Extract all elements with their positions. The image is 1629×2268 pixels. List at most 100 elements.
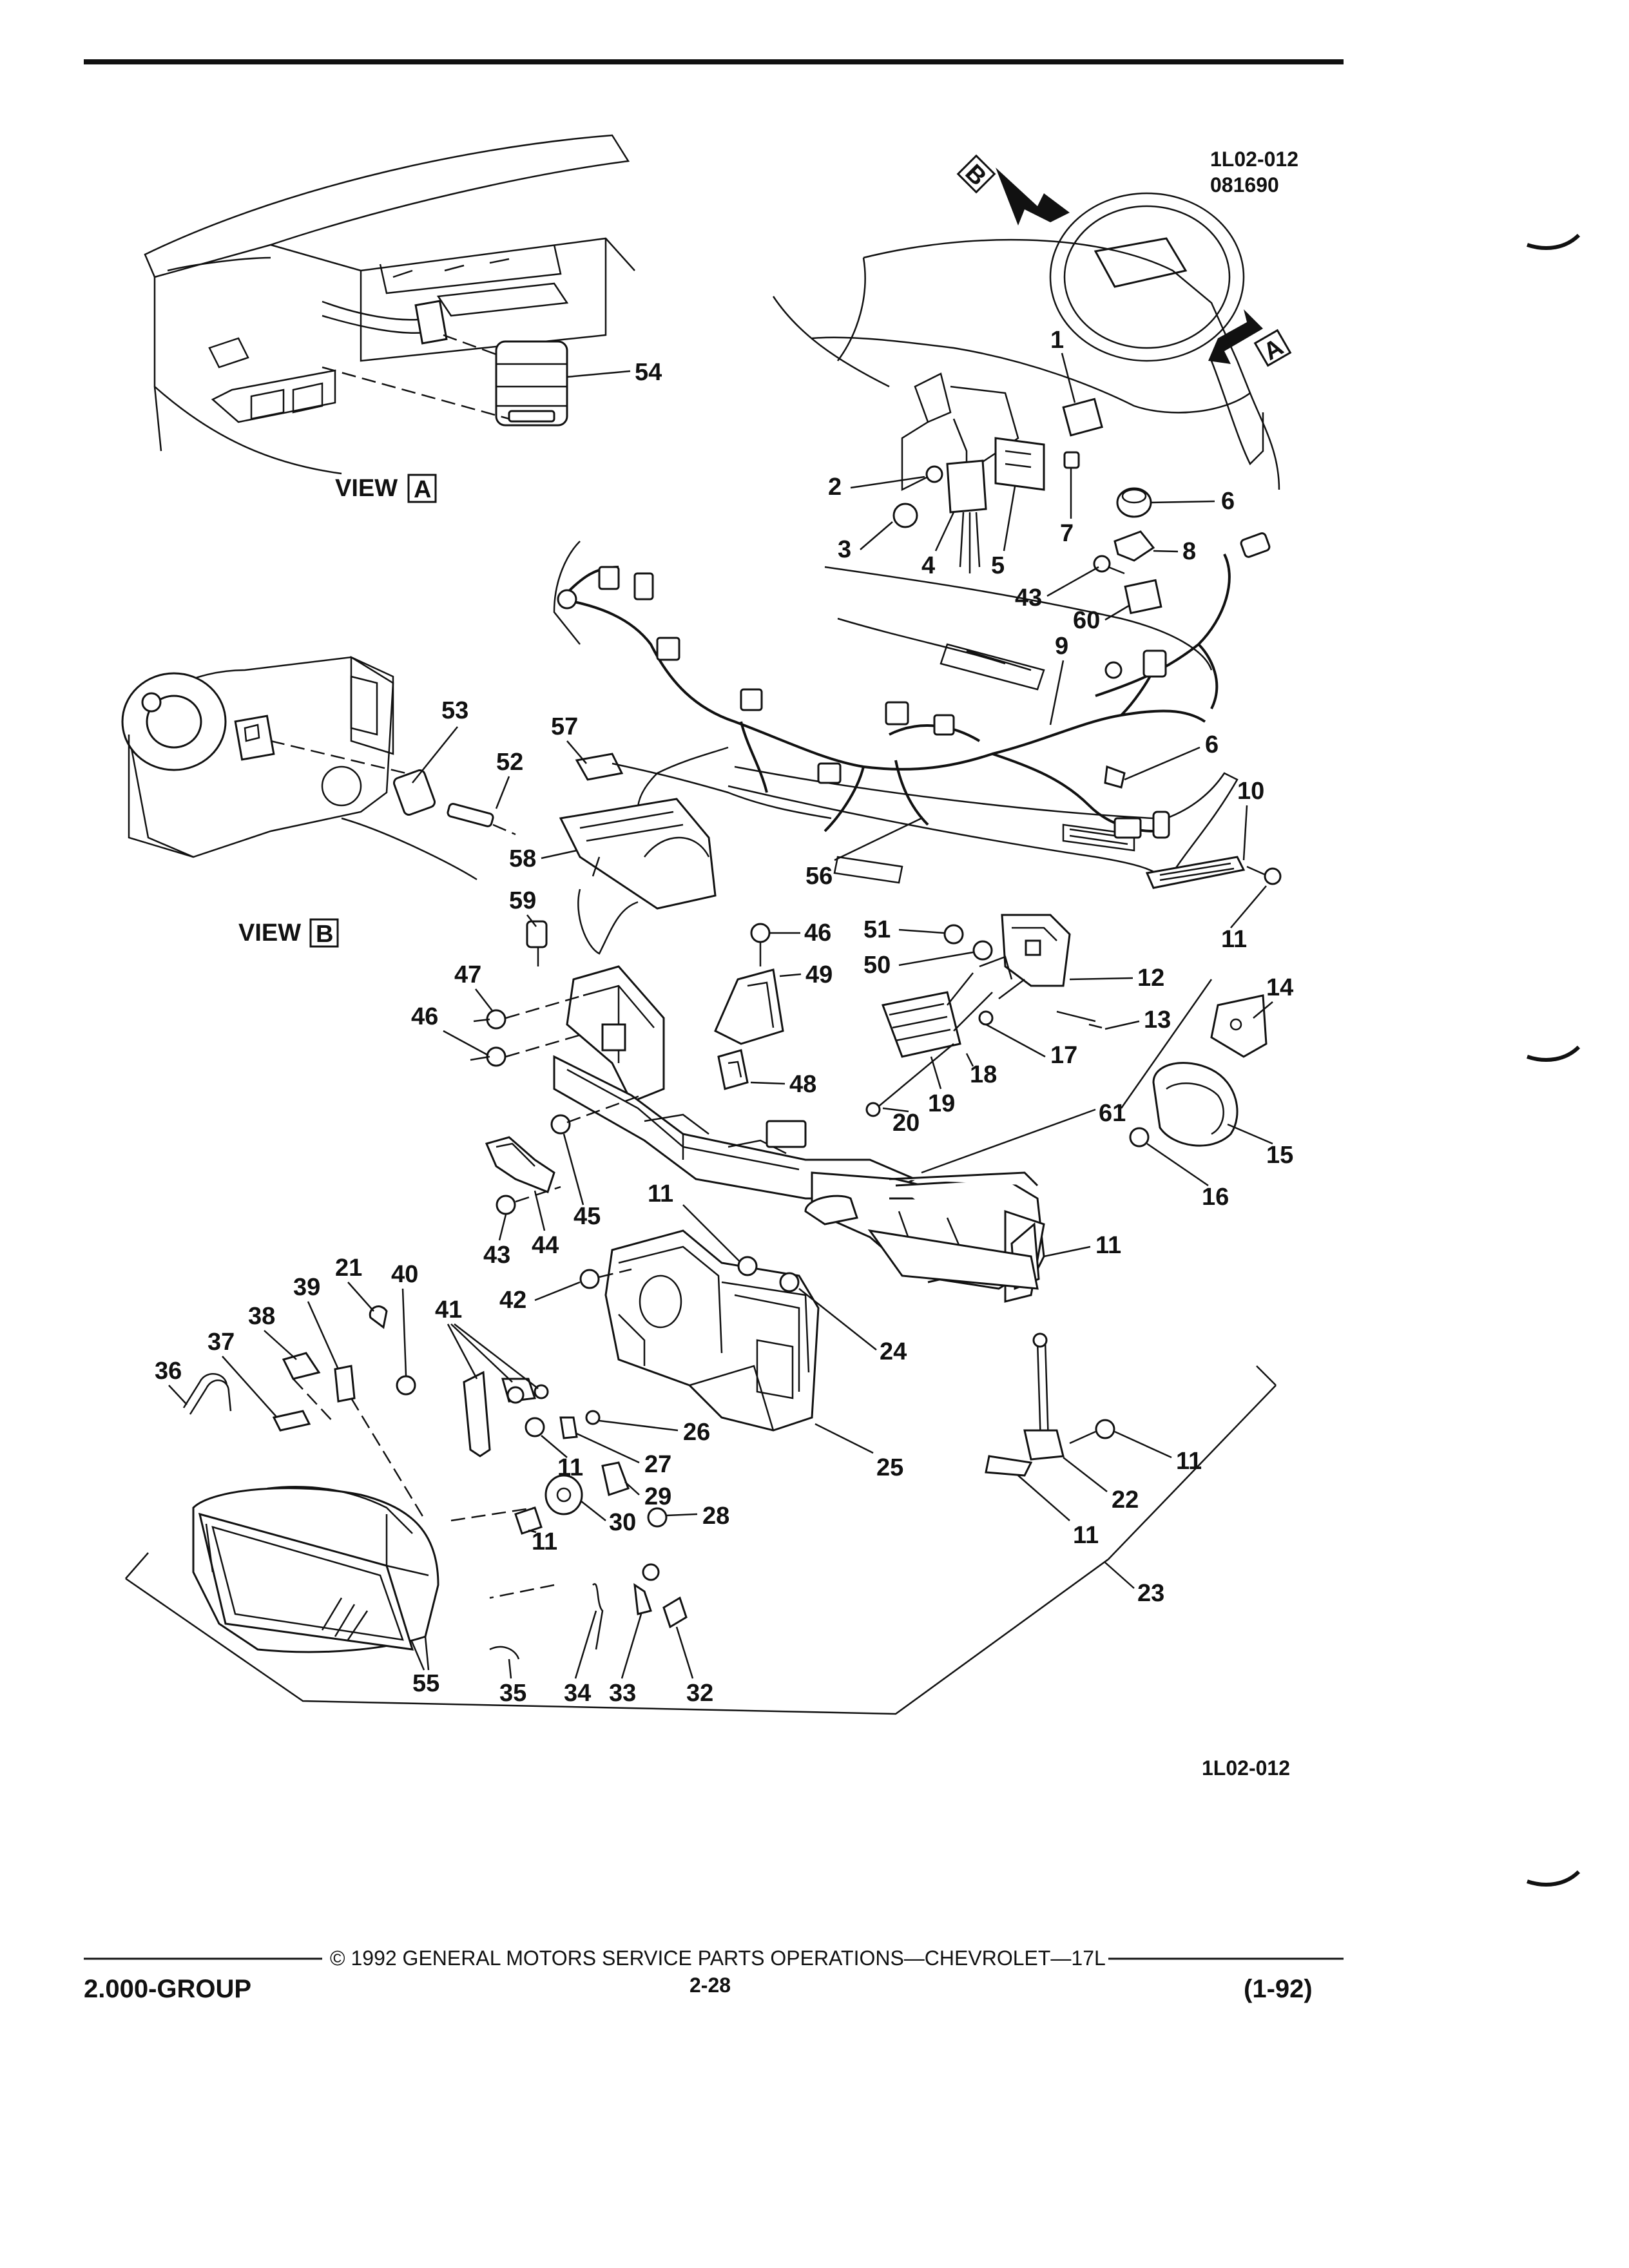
callout-53: 53 — [441, 697, 468, 724]
callout-6-upper: 7 — [1060, 520, 1074, 547]
callout-24: 24 — [880, 1338, 907, 1365]
callout-41: 41 — [435, 1296, 462, 1323]
callout-17: 17 — [1050, 1042, 1077, 1069]
edge-mark-3 — [1527, 1870, 1581, 1887]
callout-23: 11 — [1073, 1522, 1099, 1549]
bracket-44 — [485, 1094, 642, 1215]
front-end-body-and-bumper — [553, 296, 1239, 884]
callout-16: 16 — [1202, 1184, 1229, 1211]
svg-text:B: B — [960, 159, 992, 191]
footer-page: 2-28 — [689, 1974, 731, 1997]
callout-11-right: 11 — [1221, 926, 1247, 953]
footer-copyright: © 1992 GENERAL MOTORS SERVICE PARTS OPER… — [330, 1946, 1106, 1970]
callout-29: 30 — [609, 1509, 636, 1536]
figure-id-bottom: 1L02-012 — [1202, 1756, 1290, 1780]
callout-22: 22 — [1112, 1486, 1139, 1514]
callout-13: 13 — [1144, 1006, 1171, 1033]
direction-arrow-b: B — [956, 154, 1070, 226]
group-bracket-55 — [125, 1385, 1277, 1715]
edge-mark-2 — [1527, 1045, 1581, 1062]
callout-11-lower: 28 — [702, 1503, 729, 1530]
lower-support-frame — [804, 1171, 1045, 1303]
figure-date-code: 081690 — [1210, 173, 1279, 197]
callout-43-lower: 43 — [483, 1242, 510, 1269]
headlamp-adjuster — [985, 1332, 1115, 1477]
callout-9: 9 — [1055, 633, 1068, 660]
callout-40: 21 — [335, 1254, 362, 1282]
view-a-label: VIEW A — [335, 474, 437, 503]
view-b-label: VIEW B — [238, 918, 339, 948]
callout-14: 14 — [1266, 974, 1293, 1001]
fog-lamp-assembly — [1129, 994, 1268, 1148]
callout-31: 32 — [686, 1680, 713, 1707]
callout-38: 38 — [248, 1303, 275, 1330]
callout-28: 29 — [644, 1483, 671, 1510]
callout-2: 2 — [828, 474, 842, 501]
front-lamp-strip — [1145, 856, 1282, 889]
callout-12: 12 — [1137, 965, 1164, 992]
callout-54: 54 — [635, 359, 662, 386]
callout-61: 61 — [1099, 1100, 1126, 1127]
callout-59: 59 — [509, 887, 536, 914]
callout-58: 58 — [509, 845, 536, 872]
headlamp-housing-frame — [579, 1229, 820, 1432]
callout-46-left: 46 — [411, 1003, 438, 1030]
callout-35: 55 — [412, 1670, 439, 1697]
grommet-and-clip — [1093, 487, 1162, 615]
callout-45: 45 — [574, 1203, 601, 1230]
callout-48: 48 — [789, 1071, 816, 1098]
headlamp-lens-assembly — [192, 1486, 439, 1653]
callout-27: 27 — [644, 1451, 671, 1478]
direction-arrow-a: A — [1208, 309, 1292, 367]
bracket-49-and-48 — [714, 923, 784, 1090]
callout-25: 25 — [876, 1454, 903, 1481]
callout-47: 47 — [454, 961, 481, 988]
svg-text:VIEW: VIEW — [335, 475, 398, 502]
callout-21: 11 — [1095, 1232, 1121, 1259]
callout-6-lower: 6 — [1205, 731, 1219, 758]
callout-55: 23 — [1137, 1580, 1164, 1607]
side-marker-and-socket — [526, 753, 832, 966]
callout-18: 18 — [970, 1061, 997, 1088]
figure-id-top: 1L02-012 — [1210, 148, 1298, 171]
callout-51: 51 — [863, 916, 891, 943]
svg-text:VIEW: VIEW — [238, 919, 301, 947]
callout-11-left: 40 — [391, 1261, 418, 1288]
callout-46-upper: 46 — [804, 919, 831, 947]
callout-8: 8 — [1182, 538, 1196, 565]
callout-10: 10 — [1237, 778, 1264, 805]
callout-15: 15 — [1266, 1142, 1293, 1169]
callout-34: 35 — [499, 1680, 526, 1707]
callout-57: 57 — [551, 713, 578, 740]
callout-42: 42 — [499, 1287, 526, 1314]
footer-group: 2.000-GROUP — [84, 1975, 251, 2003]
callout-4: 4 — [921, 552, 935, 579]
callout-39: 39 — [293, 1274, 320, 1301]
callout-19: 19 — [928, 1090, 955, 1117]
callout-56: 56 — [805, 863, 833, 890]
callout-44: 44 — [532, 1232, 559, 1259]
footer-date: (1-92) — [1244, 1975, 1313, 2003]
wiring-harness — [557, 532, 1271, 839]
edge-mark-1 — [1527, 233, 1581, 250]
callout-50: 50 — [863, 952, 891, 979]
callout-26: 26 — [683, 1419, 710, 1446]
column-bracket-and-connectors — [892, 372, 1103, 573]
side-lamp-mounting — [865, 914, 1103, 1117]
callout-32: 33 — [609, 1680, 636, 1707]
callout-11-lowmid: 11 — [557, 1454, 583, 1481]
callout-52: 52 — [496, 749, 523, 776]
callout-20: 20 — [892, 1110, 920, 1137]
svg-text:A: A — [414, 476, 431, 503]
callout-5: 5 — [991, 552, 1005, 579]
steering-wheel-and-dash — [811, 192, 1280, 490]
left-radiator-bracket — [470, 965, 665, 1103]
callout-3: 3 — [838, 536, 851, 563]
view-a-dashboard — [144, 134, 635, 475]
headlamp-small-hardware — [182, 1305, 688, 1660]
callout-37: 37 — [207, 1329, 235, 1356]
callout-7: 6 — [1221, 488, 1235, 515]
view-b-steering-column — [121, 656, 516, 881]
callout-33: 34 — [564, 1680, 591, 1707]
